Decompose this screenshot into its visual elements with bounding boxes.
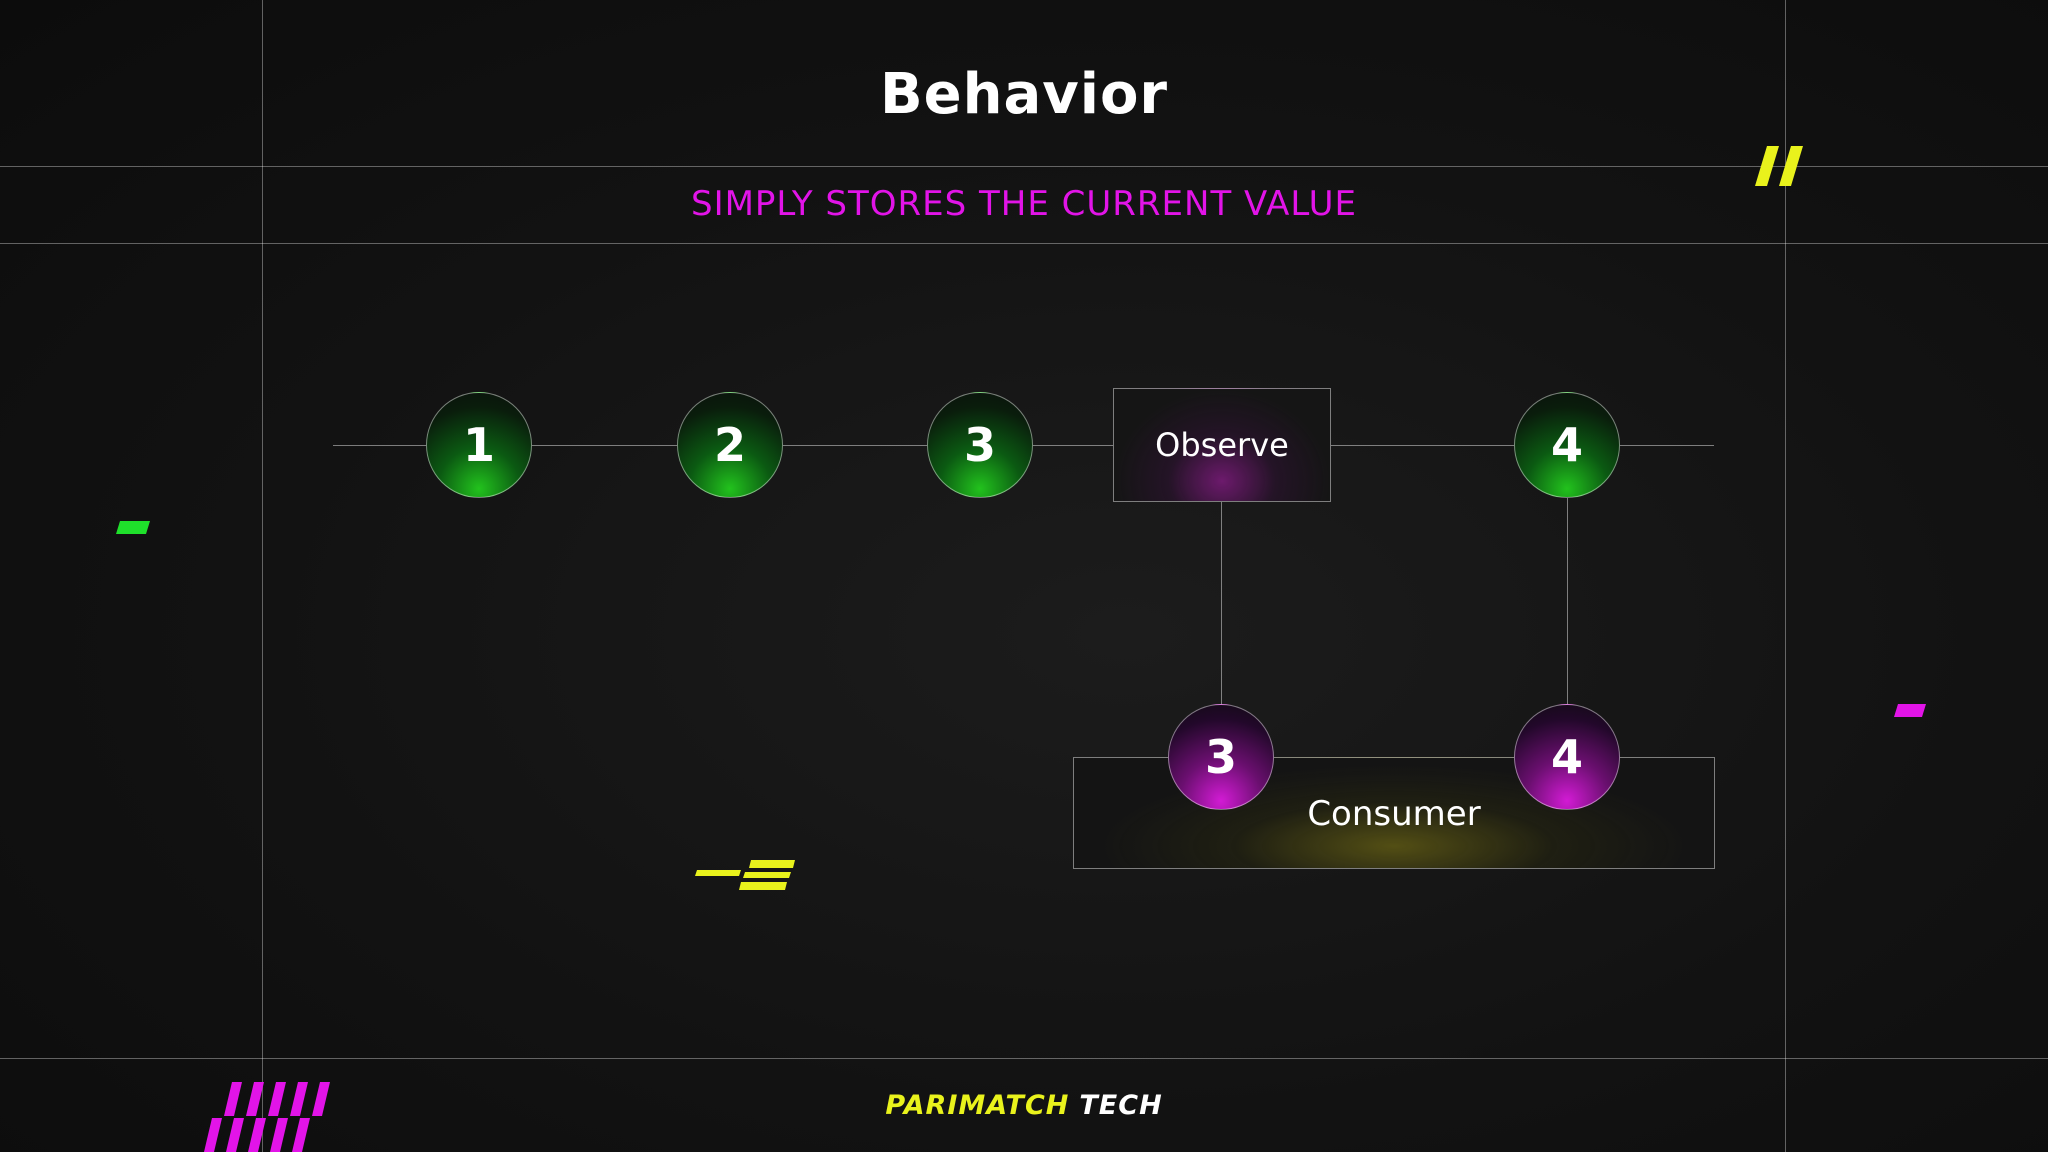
stream-node-3: 3 — [927, 392, 1033, 498]
slide-subtitle: SIMPLY STORES THE CURRENT VALUE — [690, 184, 1357, 224]
stream-node-2: 2 — [677, 392, 783, 498]
magenta-dash-decoration — [1894, 704, 1926, 717]
grid-line-bottom — [0, 1058, 2048, 1059]
grid-line-left — [262, 0, 263, 1152]
grid-line-subtitle — [0, 243, 2048, 244]
brand-logo-primary: PARIMATCH — [885, 1090, 1070, 1121]
grid-line-right — [1785, 0, 1786, 1152]
slide-title: Behavior — [879, 62, 1169, 127]
stream-node-1: 1 — [426, 392, 532, 498]
stream-node-4: 4 — [1514, 392, 1620, 498]
brand-logo: PARIMATCH TECH — [0, 1090, 2048, 1121]
consumer-node-4: 4 — [1514, 704, 1620, 810]
grid-line-top — [0, 166, 2048, 167]
observe-box: Observe — [1113, 388, 1331, 502]
magenta-stripes-decoration — [204, 1082, 330, 1152]
node4-connector — [1567, 498, 1568, 704]
consumer-node-3: 3 — [1168, 704, 1274, 810]
yellow-slash-decoration — [1755, 146, 1803, 186]
yellow-lines-decoration — [695, 860, 795, 890]
consumer-label: Consumer — [1307, 794, 1481, 834]
green-dash-decoration — [116, 521, 150, 534]
consumer-box: Consumer — [1073, 757, 1715, 869]
observe-connector — [1221, 502, 1222, 704]
observe-label: Observe — [1155, 426, 1289, 464]
brand-logo-secondary: TECH — [1079, 1090, 1163, 1121]
